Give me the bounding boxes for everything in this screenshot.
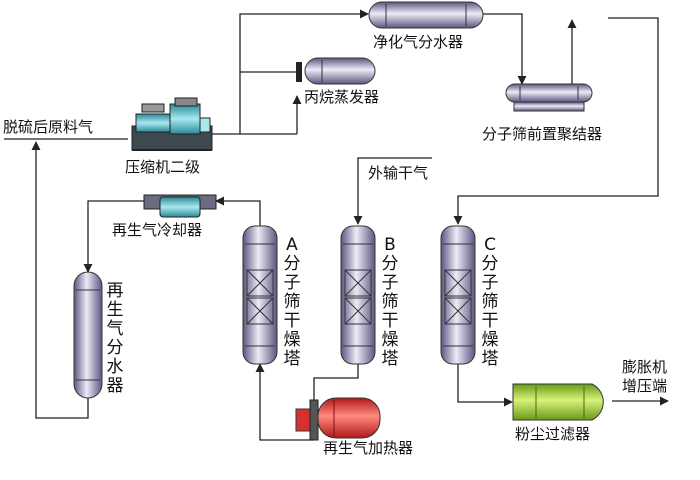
- compressor-stage2: [131, 97, 213, 151]
- sieve-dryer-tower-a: [242, 225, 278, 365]
- regen-gas-heater: [295, 397, 381, 441]
- regen-gas-water-separator: [73, 271, 103, 399]
- sieve-dryer-a-label: A分子筛干燥塔: [283, 235, 301, 369]
- export-gas-line: [353, 157, 432, 225]
- propane-evaporator-label: 丙烷蒸发器: [304, 88, 380, 106]
- compressor-stage2-label: 压缩机二级: [125, 158, 201, 176]
- expander-booster-end-label: 膨胀机 增压端: [622, 358, 668, 395]
- propane-evaporator: [296, 57, 376, 85]
- cooler-to-regen-separator-line: [83, 200, 144, 273]
- sieve-dryer-tower-c: [440, 225, 476, 365]
- pipes: [4, 9, 669, 441]
- desulfurized-feed-gas-label: 脱硫后原料气: [3, 118, 94, 136]
- heater-to-tower-a-line: [255, 363, 314, 441]
- regen-gas-cooler: [143, 194, 217, 218]
- propane-flange: [296, 62, 302, 82]
- tower-c-to-filter-line: [457, 362, 513, 407]
- dust-filter: [512, 383, 604, 421]
- purified-gas-water-separator-label: 净化气分水器: [373, 33, 464, 51]
- molecular-sieve-pre-coalescer-label: 分子筛前置聚结器: [482, 125, 603, 143]
- regen-return-line: [31, 141, 89, 419]
- coalescer-to-tower-c-line: [453, 17, 659, 225]
- sieve-dryer-c-label: C分子筛干燥塔: [481, 235, 499, 369]
- tower-b-to-heater-line: [313, 362, 359, 402]
- export-dry-gas-label: 外输干气: [368, 164, 429, 182]
- molecular-sieve-pre-coalescer: [505, 83, 593, 112]
- regen-gas-heater-label: 再生气加热器: [323, 439, 414, 457]
- regen-gas-cooler-label: 再生气冷却器: [112, 221, 203, 239]
- compressor-to-separator-line: [210, 9, 369, 135]
- separator-to-coalescer-line: [483, 13, 527, 85]
- sieve-dryer-b-label: B分子筛干燥塔: [381, 235, 399, 369]
- sieve-dryer-tower-b: [340, 225, 376, 365]
- regen-gas-water-separator-label: 再生气分水器: [106, 281, 124, 396]
- dust-filter-label: 粉尘过滤器: [515, 425, 591, 443]
- tower-a-to-cooler-line: [215, 196, 261, 226]
- purified-gas-water-separator: [368, 1, 484, 29]
